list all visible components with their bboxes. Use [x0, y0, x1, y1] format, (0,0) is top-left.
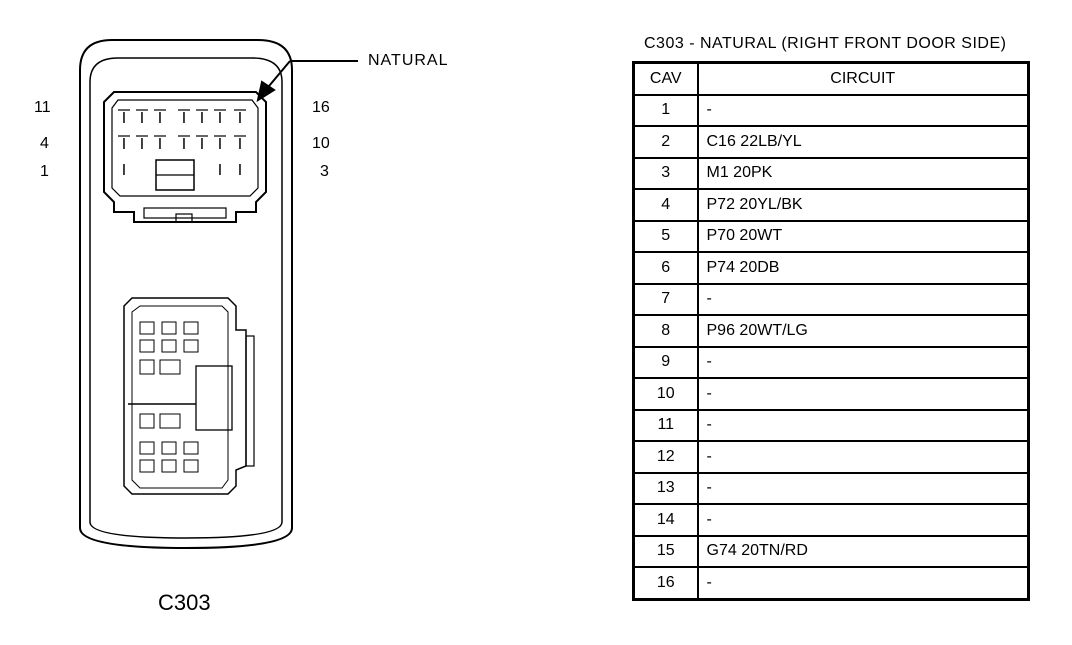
circuit-cell: -	[696, 282, 1030, 316]
svg-text:I: I	[218, 110, 222, 127]
circuit-cell: P70 20WT	[696, 219, 1030, 253]
svg-text:I: I	[238, 110, 242, 127]
svg-text:I: I	[158, 110, 162, 127]
circuit-cell: -	[696, 408, 1030, 442]
svg-text:I: I	[140, 136, 144, 153]
cav-cell: 15	[632, 534, 699, 568]
natural-leader-arrow	[256, 60, 358, 103]
circuit-cell: -	[696, 566, 1030, 600]
cav-cell: 1	[632, 93, 699, 127]
svg-text:I: I	[158, 136, 162, 153]
pin-label-right-bottom: 3	[320, 163, 329, 180]
svg-text:I: I	[182, 136, 186, 153]
svg-text:I: I	[200, 136, 204, 153]
pin-label-left-middle: 4	[40, 135, 49, 152]
cav-cell: 13	[632, 471, 699, 505]
cav-cell: 10	[632, 377, 699, 411]
connector-outer-body	[79, 39, 293, 550]
circuit-cell: -	[696, 93, 1030, 127]
table-row: 7-	[632, 282, 1030, 316]
table-header-row: CAV CIRCUIT	[632, 61, 1030, 96]
upper-cavity-inner	[111, 99, 259, 197]
svg-text:I: I	[122, 110, 126, 127]
header-circuit: CIRCUIT	[696, 61, 1030, 96]
svg-text:I: I	[238, 162, 242, 179]
table-row: 13-	[632, 471, 1030, 505]
connector-id-label: C303	[158, 590, 211, 615]
lower-cavity-inner	[131, 305, 229, 489]
table-row: 1-	[632, 93, 1030, 127]
cav-cell: 4	[632, 188, 699, 222]
cav-cell: 14	[632, 503, 699, 537]
circuit-cell: P72 20YL/BK	[696, 188, 1030, 222]
svg-text:I: I	[218, 136, 222, 153]
circuit-cell: P96 20WT/LG	[696, 314, 1030, 348]
svg-text:I: I	[238, 136, 242, 153]
upper-pin-bars	[118, 109, 246, 137]
circuit-cell: -	[696, 377, 1030, 411]
connector-color-label: NATURAL	[368, 52, 449, 69]
circuit-cell: G74 20TN/RD	[696, 534, 1030, 568]
table-row: 14-	[632, 503, 1030, 537]
table-row: 9-	[632, 345, 1030, 379]
pin-label-left-bottom: 1	[40, 163, 49, 180]
circuit-cell: -	[696, 345, 1030, 379]
lower-pin-glyphs	[139, 321, 199, 473]
cav-cell: 3	[632, 156, 699, 190]
circuit-cell: M1 20PK	[696, 156, 1030, 190]
pin-label-right-middle: 10	[312, 135, 330, 152]
svg-text:I: I	[200, 110, 204, 127]
table-row: 11-	[632, 408, 1030, 442]
cav-cell: 2	[632, 125, 699, 159]
cav-cell: 8	[632, 314, 699, 348]
svg-text:I: I	[122, 162, 126, 179]
pin-label-right-top: 16	[312, 99, 330, 116]
cav-cell: 7	[632, 282, 699, 316]
upper-latch	[143, 207, 227, 219]
circuit-cell: P74 20DB	[696, 251, 1030, 285]
circuit-cell: C16 22LB/YL	[696, 125, 1030, 159]
svg-text:I: I	[140, 110, 144, 127]
circuit-cell: -	[696, 503, 1030, 537]
svg-text:I: I	[218, 162, 222, 179]
svg-text:I: I	[122, 136, 126, 153]
table-row: 12-	[632, 440, 1030, 474]
pin-label-left-top: 11	[34, 99, 51, 116]
upper-latch-tab	[175, 213, 193, 223]
cav-cell: 11	[632, 408, 699, 442]
circuit-cell: -	[696, 471, 1030, 505]
table-row: 10-	[632, 377, 1030, 411]
cav-cell: 9	[632, 345, 699, 379]
table-row: 16-	[632, 566, 1030, 600]
cav-cell: 12	[632, 440, 699, 474]
svg-text:I: I	[182, 110, 186, 127]
connector-inner-body	[89, 57, 283, 539]
lower-key	[195, 365, 233, 431]
cav-cell: 6	[632, 251, 699, 285]
cav-cell: 5	[632, 219, 699, 253]
cav-cell: 16	[632, 566, 699, 600]
circuit-cell: -	[696, 440, 1030, 474]
table-title: C303 - NATURAL (RIGHT FRONT DOOR SIDE)	[644, 35, 1007, 52]
header-cav: CAV	[632, 61, 699, 96]
